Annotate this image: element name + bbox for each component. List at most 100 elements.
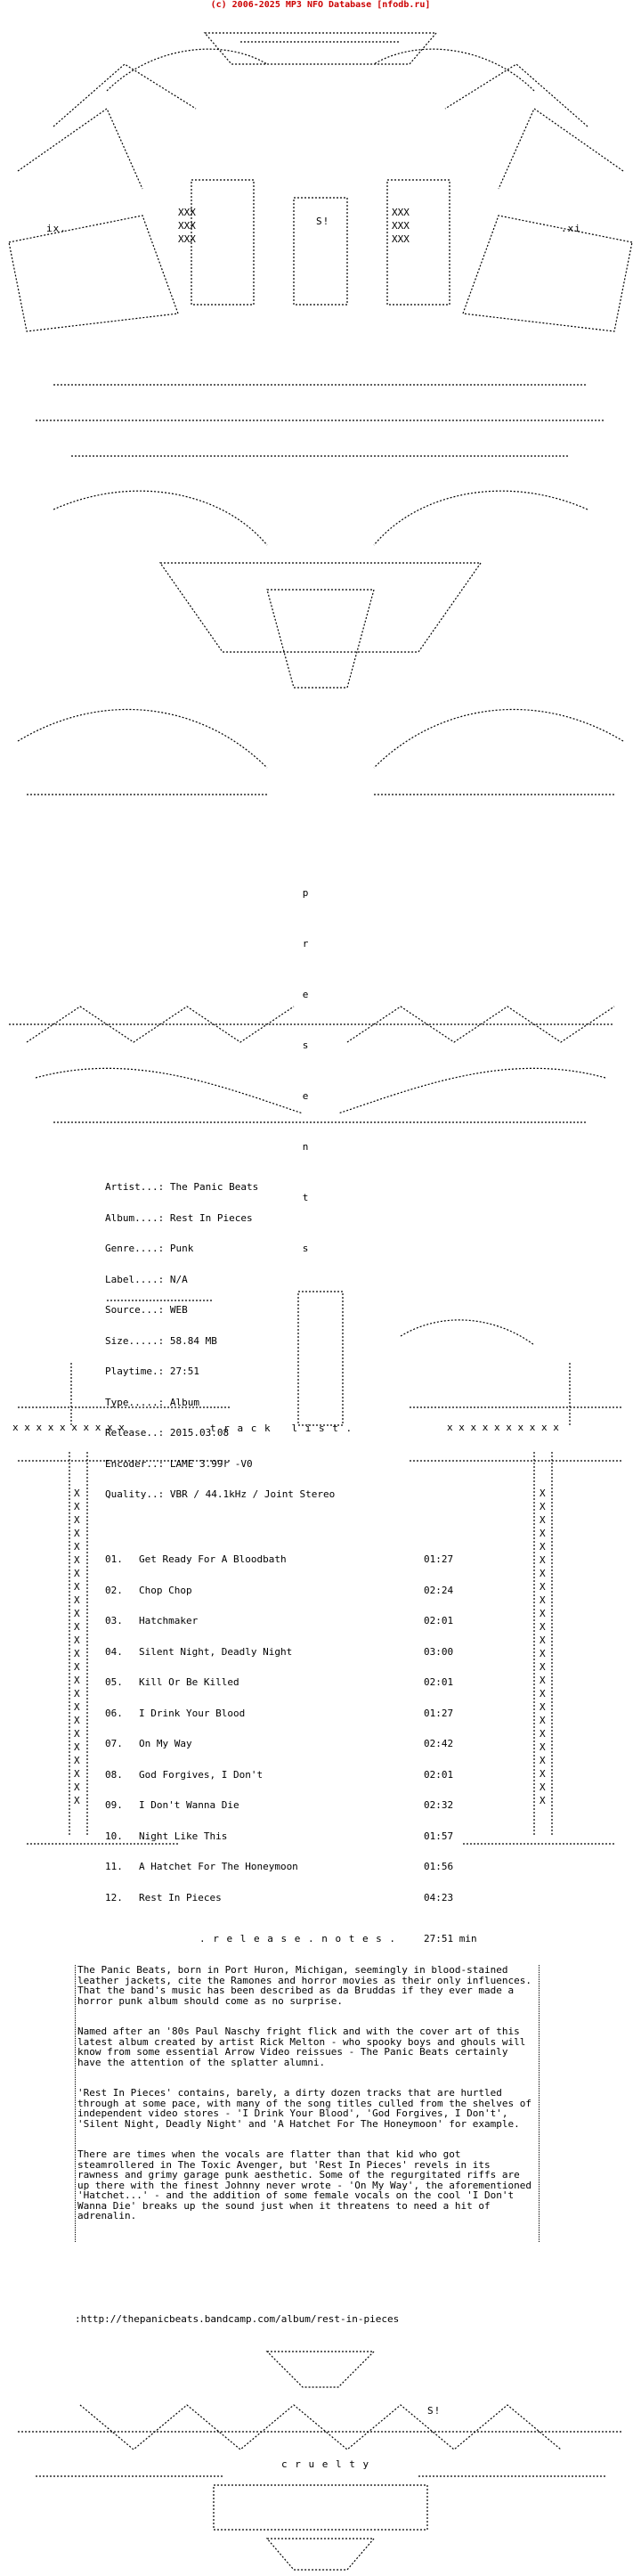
- release-notes-heading: . r e l e a s e . n o t e s .: [199, 1933, 397, 1944]
- total-time: 27:51 min: [424, 1933, 477, 1944]
- svg-text:X: X: [74, 1755, 80, 1766]
- svg-text:X: X: [540, 1514, 546, 1526]
- svg-text:X: X: [540, 1728, 546, 1740]
- svg-text:X: X: [540, 1621, 546, 1633]
- group-logo-svg: [9, 1006, 615, 1123]
- svg-text:X: X: [540, 1634, 546, 1646]
- svg-text:X: X: [74, 1581, 80, 1593]
- svg-text:XXX: XXX: [392, 220, 410, 232]
- svg-text:X: X: [74, 1541, 80, 1553]
- svg-text:XXX: XXX: [178, 220, 196, 232]
- footer-label: c r u e l t y: [281, 2458, 370, 2470]
- svg-text:X: X: [540, 1568, 546, 1579]
- sig-mark-top: S!: [316, 216, 330, 227]
- footer-sig-mark: S!: [427, 2405, 442, 2417]
- svg-text:X: X: [74, 1528, 80, 1539]
- xi-mark-right: .xi: [561, 223, 581, 234]
- svg-text:X: X: [74, 1608, 80, 1619]
- svg-text:X: X: [540, 1581, 546, 1593]
- svg-text:X: X: [74, 1594, 80, 1606]
- svg-text:X: X: [540, 1648, 546, 1659]
- info-playtime: Playtime.: 27:51: [105, 1365, 199, 1377]
- xrow-left: x x x x x x x x x x: [12, 1422, 125, 1433]
- svg-text:X: X: [74, 1514, 80, 1526]
- copyright-banner: (c) 2006-2025 MP3 NFO Database [nfodb.ru…: [210, 0, 431, 10]
- svg-text:X: X: [540, 1554, 546, 1566]
- header-art-svg: XXX XXX XXX XXX XXX XXX: [8, 32, 633, 795]
- svg-text:X: X: [74, 1554, 80, 1566]
- xrow-right: x x x x x x x x x x: [447, 1422, 559, 1433]
- svg-text:X: X: [74, 1488, 80, 1499]
- svg-text:X: X: [540, 1541, 546, 1553]
- svg-text:X: X: [540, 1594, 546, 1606]
- release-notes: The Panic Beats, born in Port Huron, Mic…: [75, 1965, 540, 2242]
- svg-text:X: X: [540, 1781, 546, 1793]
- total-time-row: 27:51 min: [105, 1934, 477, 1944]
- notes-paragraph: 'Rest In Pieces' contains, barely, a dir…: [77, 2087, 531, 2130]
- presents-letter: n: [302, 1141, 309, 1153]
- xxx-glyphs-left: XXX: [178, 207, 196, 218]
- svg-text:X: X: [74, 1634, 80, 1646]
- svg-text:X: X: [540, 1701, 546, 1713]
- svg-text:X: X: [74, 1715, 80, 1726]
- notes-paragraph: The Panic Beats, born in Port Huron, Mic…: [77, 1964, 531, 2007]
- notes-paragraph: Named after an '80s Paul Naschy fright f…: [77, 2026, 526, 2068]
- svg-text:X: X: [74, 1688, 80, 1700]
- tracklist-heading: t r a c k l i s t .: [210, 1423, 353, 1434]
- ix-mark-left: ix.: [46, 223, 67, 234]
- svg-text:X: X: [74, 1501, 80, 1512]
- presents-letter: s: [302, 1039, 309, 1051]
- svg-text:X: X: [74, 1728, 80, 1740]
- svg-text:XXX: XXX: [178, 233, 196, 245]
- presents-vertical-text: p r e s e n t s: [300, 851, 311, 1274]
- info-album: Album....: Rest In Pieces: [105, 1211, 253, 1224]
- info-quality: Quality..: VBR / 44.1kHz / Joint Stereo: [105, 1488, 336, 1500]
- presents-letter: p: [302, 887, 309, 899]
- svg-text:X: X: [540, 1675, 546, 1686]
- svg-text:X: X: [540, 1741, 546, 1753]
- svg-text:X: X: [74, 1648, 80, 1659]
- svg-text:X: X: [74, 1661, 80, 1673]
- svg-text:X: X: [540, 1488, 546, 1499]
- svg-text:X: X: [540, 1501, 546, 1512]
- presents-letter: s: [302, 1243, 309, 1254]
- header-ascii-art: XXX XXX XXX XXX XXX XXX ix. .xi S!: [0, 11, 641, 857]
- svg-text:X: X: [540, 1715, 546, 1726]
- svg-text:X: X: [74, 1741, 80, 1753]
- footer-ascii-art: S! c r u e l t y: [0, 2334, 641, 2574]
- info-release: Release..: 2015.03.08: [105, 1427, 230, 1439]
- info-size: Size.....: 58.84 MB: [105, 1334, 217, 1347]
- presents-letter: e: [302, 989, 309, 1000]
- svg-text:X: X: [540, 1795, 546, 1806]
- svg-text:X: X: [540, 1661, 546, 1673]
- svg-text:X: X: [74, 1795, 80, 1806]
- tracklist-header-art: [0, 1283, 641, 1434]
- info-label: Label....: N/A: [105, 1273, 188, 1285]
- presents-letter: e: [302, 1090, 309, 1102]
- svg-text:X: X: [540, 1755, 546, 1766]
- svg-text:X: X: [74, 1675, 80, 1686]
- tracklist-header-svg: [18, 1291, 623, 1426]
- group-logo-ascii-art: [0, 989, 641, 1149]
- tracklist-frame-svg: XXX XXX XXX XXX XXX XXX XXX XXX XXX XXX …: [18, 1452, 623, 1845]
- svg-text:X: X: [74, 1621, 80, 1633]
- svg-text:X: X: [74, 1781, 80, 1793]
- svg-text:X: X: [540, 1768, 546, 1780]
- info-encoder: Encoder..: LAME 3.99r -V0: [105, 1457, 253, 1470]
- svg-text:X: X: [74, 1701, 80, 1713]
- svg-text:X: X: [74, 1768, 80, 1780]
- bandcamp-link[interactable]: :http://thepanicbeats.bandcamp.com/album…: [75, 2313, 400, 2325]
